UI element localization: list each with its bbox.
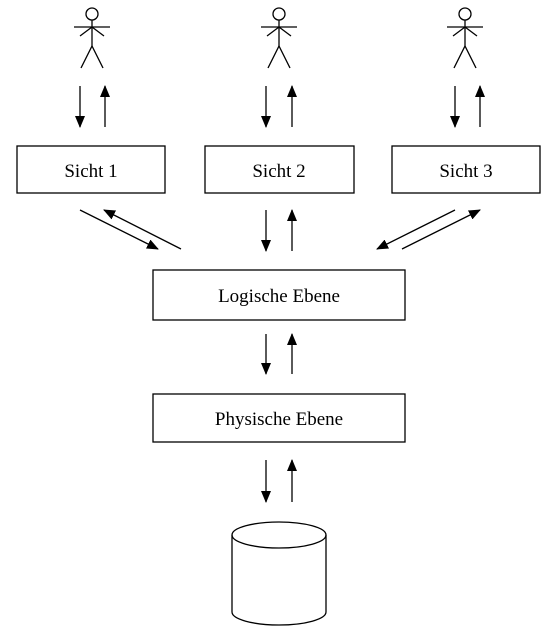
logical-level-label: Logische Ebene <box>218 286 340 307</box>
view-2-box <box>204 145 355 194</box>
user-2-icon <box>261 7 297 69</box>
logical-level-box <box>152 269 406 321</box>
view-1-label: Sicht 1 <box>64 161 117 182</box>
arrow-logical-to-view3 <box>401 209 481 250</box>
view-3-label: Sicht 3 <box>439 161 492 182</box>
view-3-box <box>391 145 541 194</box>
arrow-view1-to-logical <box>79 209 159 250</box>
database-cylinder-icon <box>231 521 327 626</box>
arrow-logical-to-view1 <box>103 209 182 250</box>
view-2-label: Sicht 2 <box>252 161 305 182</box>
user-3-icon <box>447 7 483 69</box>
physical-level-label: Physische Ebene <box>215 409 343 430</box>
view-1-box <box>16 145 166 194</box>
user-1-icon <box>74 7 110 69</box>
physical-level-box <box>152 393 406 443</box>
arrow-view3-to-logical <box>376 209 456 250</box>
